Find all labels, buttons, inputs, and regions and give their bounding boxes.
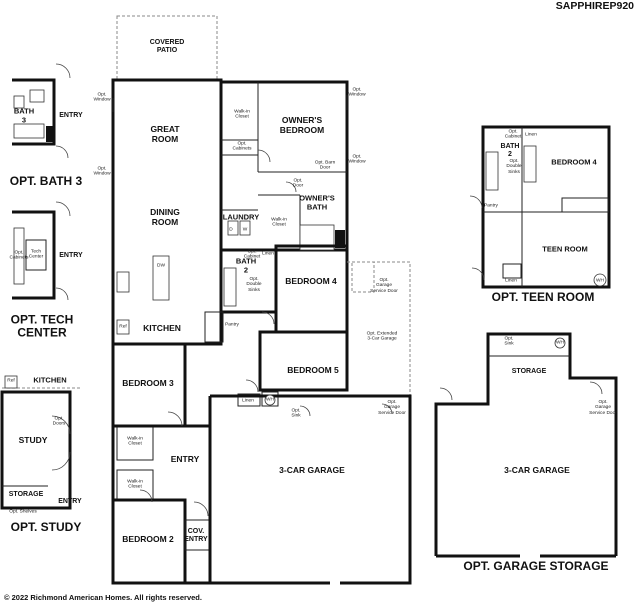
opt-gs-title: OPT. GARAGE STORAGE [463, 559, 609, 573]
opt-bath3-room: BATH 3 [13, 106, 35, 124]
bedroom-4-walls [274, 244, 349, 334]
opt-teen-bath: BATH 2 [500, 142, 520, 158]
label-dining-room: DINING ROOM [150, 207, 180, 227]
note-opt-window-2: Opt. Window [93, 166, 111, 177]
label-laundry: LAUNDRY [222, 212, 260, 222]
opt-teen-sinks: Opt. Double Sinks [506, 159, 522, 175]
note-opt-barn-door: Opt. Barn Door [314, 160, 336, 171]
covered-patio-outline [116, 15, 218, 81]
label-bedroom-3: BEDROOM 3 [122, 378, 174, 389]
opt-tech-entry: ENTRY [59, 251, 83, 259]
note-garage-service-door-2: Opt. Garage Service Door [378, 400, 406, 416]
label-entry: ENTRY [170, 454, 200, 465]
note-dw: DW [157, 263, 165, 269]
opt-study-title: OPT. STUDY [10, 520, 82, 534]
label-kitchen: KITCHEN [143, 323, 181, 334]
label-covered-patio: COVERED PATIO [149, 38, 185, 54]
copyright: © 2022 Richmond American Homes. All righ… [4, 593, 202, 602]
note-opt-cabinets-1: Opt. Cabinets [232, 141, 252, 152]
opt-study-room: STUDY [18, 435, 48, 446]
note-opt-window-1: Opt. Window [93, 92, 111, 103]
note-opt-window-3: Opt. Window [348, 87, 366, 98]
label-bath-2: BATH 2 [235, 256, 257, 274]
note-linen-1: Linen [262, 251, 274, 257]
opt-teen-bedroom: BEDROOM 4 [551, 157, 597, 167]
note-opt-door: Opt. Door [292, 178, 304, 189]
opt-bath3-entry: ENTRY [59, 111, 83, 119]
opt-teen-cabinet: Opt. Cabinet [504, 129, 522, 140]
main-plan [111, 15, 412, 585]
label-bedroom-4: BEDROOM 4 [285, 276, 337, 287]
entry-walls [111, 424, 212, 585]
garage-walls [210, 394, 412, 585]
opt-teen-linen-2: Linen [505, 278, 517, 284]
opt-teen-drawing [469, 125, 611, 289]
note-opt-cabinet: Opt. Cabinet [243, 249, 261, 260]
bedroom-5-walls [258, 330, 349, 392]
note-walk-in-closet-4: Walk-in Closet [127, 479, 143, 490]
owners-wing-walls [219, 80, 349, 252]
note-pantry: Pantry [225, 322, 239, 328]
label-great-room: GREAT ROOM [150, 124, 180, 144]
opt-study-storage: STORAGE [8, 490, 44, 498]
plan-code: SAPPHIREP920 [555, 0, 634, 12]
label-owners-bedroom: OWNER'S BEDROOM [279, 115, 325, 135]
opt-study-drawing [0, 375, 80, 510]
opt-study-entry: ENTRY [58, 497, 82, 505]
note-linen-2: Linen [242, 398, 254, 404]
label-owners-bath: OWNER'S BATH [299, 193, 335, 211]
opt-teen-title: OPT. TEEN ROOM [491, 290, 595, 304]
note-extended-garage: Opt. Extended 3-Car Garage [366, 331, 398, 342]
opt-teen-wh: WH [596, 278, 604, 284]
note-opt-sink-1: Opt. Sink [291, 408, 301, 419]
note-garage-service-door-1: Opt. Garage Service Door [370, 278, 398, 294]
opt-bath3-drawing [12, 63, 71, 159]
opt-gs-service-door: Opt. Garage Service Door [589, 400, 617, 416]
opt-teen-room: TEEN ROOM [542, 244, 588, 254]
opt-garage-storage-drawing [434, 332, 618, 558]
note-d: D [229, 227, 233, 233]
label-bedroom-2: BEDROOM 2 [122, 534, 174, 545]
opt-gs-storage: STORAGE [511, 367, 547, 375]
note-walk-in-closet-2: Walk-in Closet [271, 217, 287, 228]
label-cov-entry: COV. ENTRY [184, 527, 208, 543]
note-ref: Ref [119, 324, 127, 330]
note-opt-double-sinks: Opt. Double Sinks [246, 277, 262, 293]
opt-tech-title: OPT. TECH CENTER [10, 312, 74, 339]
note-wh-1: WH [266, 397, 274, 403]
opt-teen-pantry: Pantry [484, 203, 498, 209]
note-opt-window-4: Opt. Window [348, 154, 366, 165]
note-walk-in-closet-3: Walk-in Closet [127, 436, 143, 447]
opt-study-kitchen: KITCHEN [33, 375, 67, 385]
note-w: W [242, 227, 248, 233]
opt-study-ref: Ref [7, 378, 15, 384]
opt-teen-linen-1: Linen [525, 132, 537, 138]
opt-gs-garage: 3-CAR GARAGE [504, 465, 570, 476]
opt-tech-center-note: Tech Center [28, 249, 44, 260]
label-garage: 3-CAR GARAGE [279, 465, 345, 476]
opt-gs-sink: Opt. Sink [504, 336, 514, 347]
opt-bath3-title: OPT. BATH 3 [9, 174, 83, 188]
note-walk-in-closet-1: Walk-in Closet [234, 109, 250, 120]
opt-gs-wh: WH [556, 340, 564, 346]
opt-study-shelves: Opt. Shelves [9, 509, 37, 515]
opt-study-doors: Opt. Doors [52, 416, 66, 427]
opt-tech-drawing [12, 201, 71, 301]
opt-tech-cabinets: Opt. Cabinets [9, 250, 29, 261]
label-bedroom-5: BEDROOM 5 [287, 365, 339, 376]
